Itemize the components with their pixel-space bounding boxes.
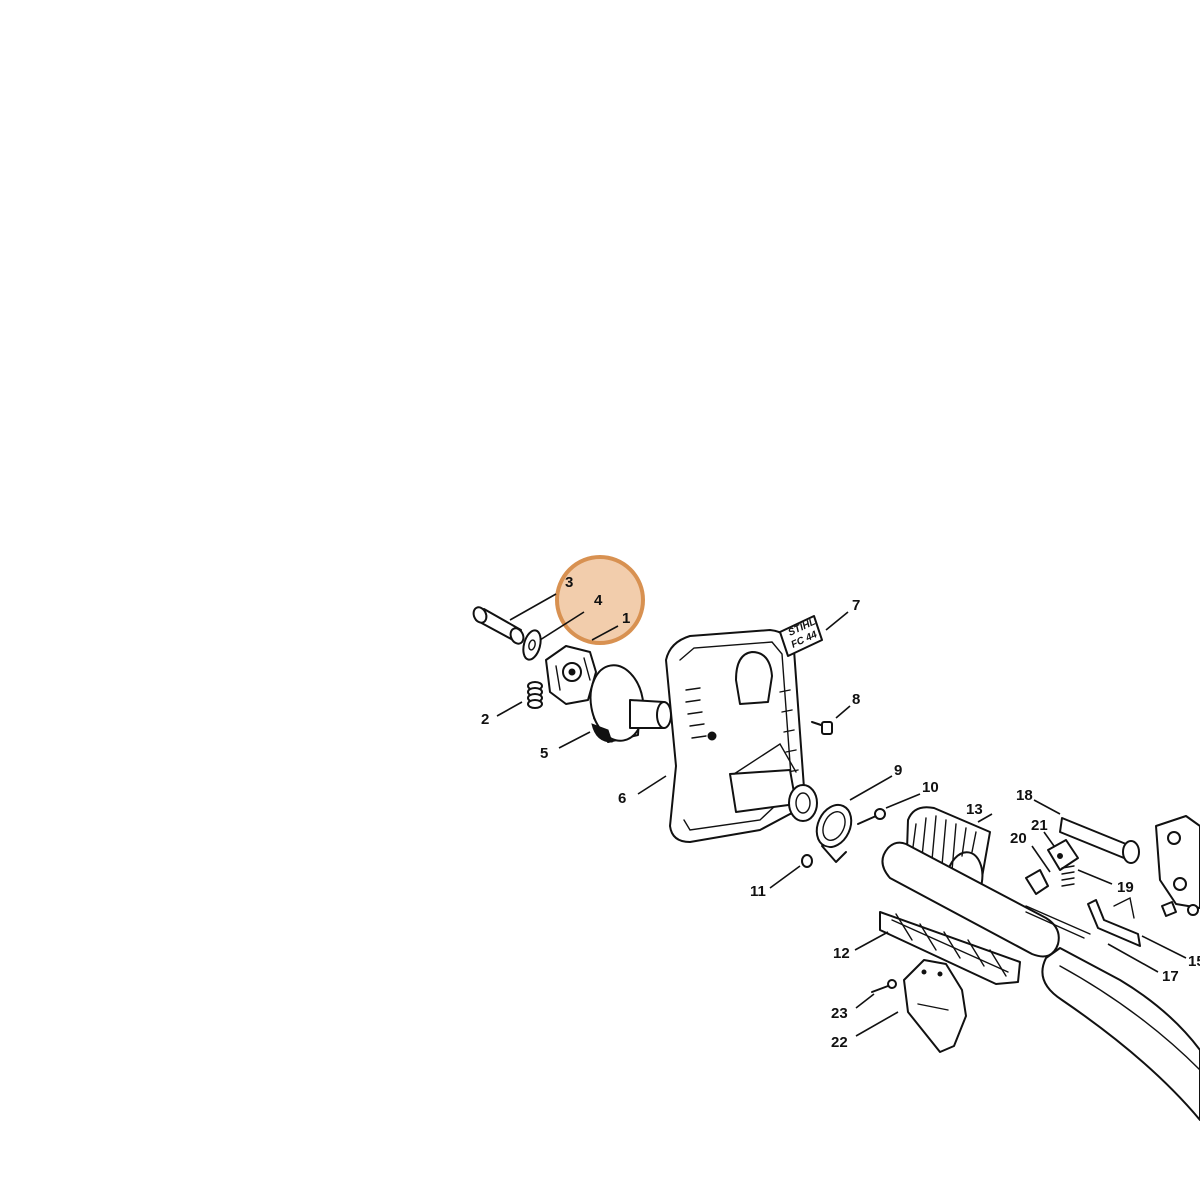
callout-19: 19 — [1117, 879, 1134, 896]
part-housing-half — [1155, 815, 1200, 917]
part-lever — [1087, 896, 1141, 947]
callout-9: 9 — [894, 762, 902, 779]
callout-5: 5 — [540, 745, 548, 762]
callout-23: 23 — [831, 1005, 848, 1022]
callout-10: 10 — [922, 779, 939, 796]
callout-8: 8 — [852, 691, 860, 708]
callout-22: 22 — [831, 1034, 848, 1051]
part-nut — [801, 854, 813, 868]
part-drive-tube — [881, 841, 1200, 1121]
part-carrier — [545, 645, 597, 705]
part-clamp — [815, 803, 853, 863]
callout-labels: 3 4 1 2 5 6 7 8 9 10 11 12 13 15 17 18 1… — [481, 574, 1200, 1051]
leader-lines — [496, 593, 1187, 1037]
callout-21: 21 — [1031, 817, 1048, 834]
callout-4: 4 — [594, 592, 603, 609]
callout-18: 18 — [1016, 787, 1033, 804]
part-control-plate — [903, 959, 967, 1053]
callout-20: 20 — [1010, 830, 1027, 847]
part-housing — [665, 629, 818, 843]
part-spring — [527, 681, 543, 709]
part-small-lever — [1047, 839, 1079, 871]
part-handle-shell — [879, 911, 1021, 985]
part-rod — [1059, 817, 1140, 864]
callout-17: 17 — [1162, 968, 1179, 985]
callout-1: 1 — [622, 610, 630, 627]
highlight-circle[interactable] — [555, 555, 645, 645]
part-screw-23 — [871, 979, 897, 993]
callout-3: 3 — [565, 574, 573, 591]
callout-13: 13 — [966, 801, 983, 818]
callout-7: 7 — [852, 597, 860, 614]
part-spring-19 — [1061, 865, 1075, 887]
callout-2: 2 — [481, 711, 489, 728]
part-bolt-10 — [857, 808, 886, 825]
part-clutch-drum — [589, 664, 672, 743]
callout-15: 15 — [1188, 953, 1200, 970]
callout-12: 12 — [833, 945, 850, 962]
part-badge: STIHL FC 44 — [779, 615, 823, 657]
callout-11: 11 — [750, 883, 766, 900]
callout-6: 6 — [618, 790, 626, 807]
part-screw-8 — [811, 721, 833, 735]
part-trigger — [1025, 869, 1091, 939]
part-washer — [522, 629, 542, 661]
part-pin — [472, 606, 525, 645]
